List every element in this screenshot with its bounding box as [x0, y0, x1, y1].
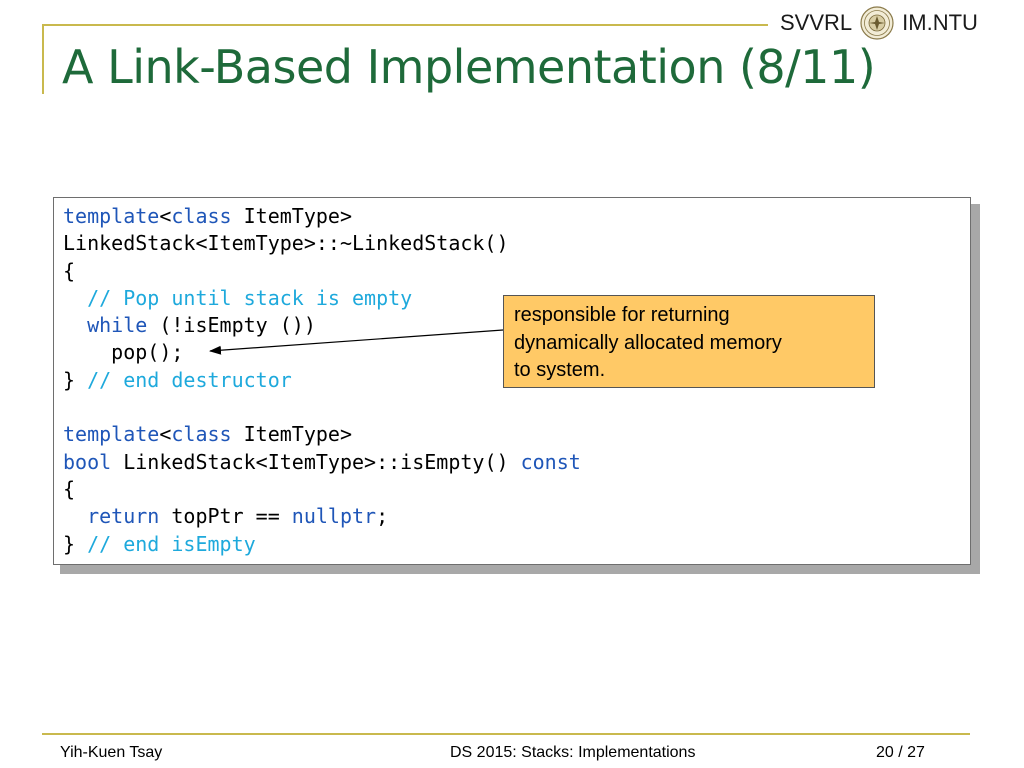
code-text: { [63, 258, 76, 283]
footer-rule [42, 733, 970, 735]
code-line: LinkedStack<ItemType>::~LinkedStack() [63, 231, 509, 255]
header-side-rule [42, 24, 44, 94]
code-text: } [63, 367, 88, 392]
code-text: (!isEmpty ()) [147, 313, 316, 338]
code-line: // Pop until stack is empty [63, 286, 412, 310]
current-page: 20 [876, 744, 894, 761]
code-keyword: class [171, 422, 232, 447]
code-text: LinkedStack<ItemType>::~LinkedStack() [63, 231, 509, 256]
code-line: { [63, 477, 75, 501]
code-keyword: const [520, 449, 581, 474]
footer-page-number: 20 / 27 [876, 744, 925, 762]
code-comment: // Pop until stack is empty [87, 285, 413, 310]
code-text: pop(); [63, 340, 184, 365]
callout-line: responsible for returning [514, 304, 730, 326]
code-line: { [63, 259, 75, 283]
code-text [63, 504, 87, 528]
code-comment: // end destructor [87, 367, 292, 392]
code-keyword: class [171, 204, 232, 228]
callout-line: to system. [514, 359, 606, 381]
footer-course: DS 2015: Stacks: Implementations [450, 744, 696, 761]
brand-dept-name: IM.NTU [902, 10, 978, 35]
header-rule [42, 24, 768, 26]
total-pages: 27 [907, 744, 925, 761]
code-text: ItemType> [231, 422, 353, 447]
page-separator: / [893, 744, 908, 761]
university-seal-icon [860, 6, 894, 40]
code-line: template<class ItemType> [63, 422, 352, 446]
code-text: { [63, 476, 76, 501]
code-comment: // end isEmpty [87, 531, 256, 556]
code-line: bool LinkedStack<ItemType>::isEmpty() co… [63, 450, 581, 474]
code-text: < [159, 422, 172, 447]
code-text: ItemType> [231, 204, 353, 228]
code-line: template<class ItemType> [63, 204, 352, 228]
code-line: return topPtr == nullptr; [63, 504, 388, 528]
code-text: topPtr == [159, 504, 292, 529]
code-keyword: template [63, 422, 160, 447]
code-line: while (!isEmpty ()) [63, 313, 316, 337]
code-keyword: bool [63, 449, 112, 474]
code-listing: template<class ItemType> LinkedStack<Ite… [63, 203, 581, 558]
code-keyword: template [63, 204, 160, 228]
code-keyword: nullptr [291, 504, 377, 529]
code-text: < [159, 204, 172, 228]
brand-bar: SVVRL IM.NTU [780, 6, 978, 40]
code-line: } // end destructor [63, 368, 292, 392]
code-text: ; [376, 504, 389, 529]
brand-lab-name: SVVRL [780, 10, 853, 35]
code-text [63, 286, 87, 310]
code-text [63, 313, 87, 337]
callout-note: responsible for returning dynamically all… [503, 295, 875, 388]
code-line: } // end isEmpty [63, 532, 256, 556]
code-text: LinkedStack<ItemType>::isEmpty() [111, 449, 521, 474]
callout-line: dynamically allocated memory [514, 331, 782, 354]
footer-author: Yih-Kuen Tsay [60, 744, 163, 761]
code-keyword: while [87, 313, 148, 338]
code-line: pop(); [63, 340, 183, 364]
code-text: } [63, 531, 88, 556]
slide-title: A Link-Based Implementation (8/11) [62, 40, 876, 94]
code-keyword: return [87, 504, 160, 529]
